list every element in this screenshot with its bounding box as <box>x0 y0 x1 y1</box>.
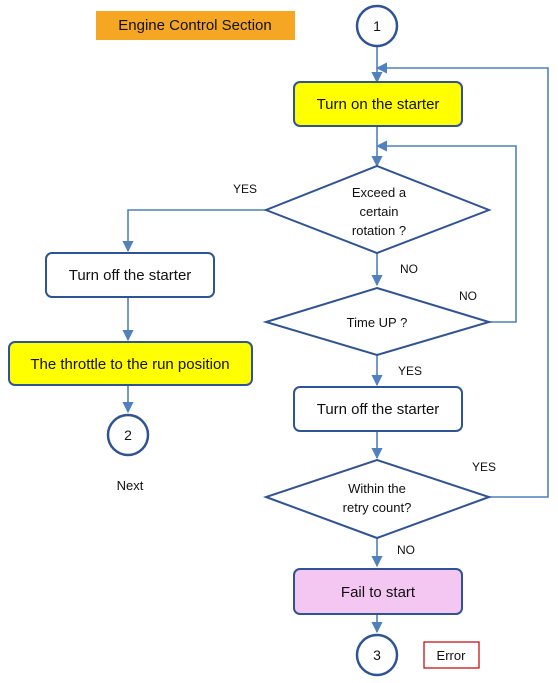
error-annotation-box <box>423 641 480 669</box>
turn-off-starter-left-box <box>45 252 215 298</box>
fail-to-start-box <box>293 568 463 615</box>
time-up-label: Time UP ? <box>347 315 408 330</box>
exceed-rotation-line-1: Exceed a <box>352 185 407 200</box>
title-text: Engine Control Section <box>118 17 271 34</box>
fail-to-start-label: Fail to start <box>341 584 416 601</box>
node-exceed-rotation: Exceed a certain rotation ? <box>263 164 492 255</box>
edge-timeup-no-loop <box>375 140 517 323</box>
exceed-rotation-diamond <box>263 164 492 255</box>
node-time-up: Time UP ? <box>262 286 493 357</box>
connector-error: 3 <box>355 633 399 677</box>
time-up-diamond <box>262 286 493 357</box>
start-circle <box>355 4 399 48</box>
edge-label-retry-no: NO <box>397 543 415 557</box>
connector-start: 1 <box>355 4 399 48</box>
error-circle-label: 3 <box>373 647 381 663</box>
node-throttle-run: The throttle to the run position <box>8 341 253 386</box>
node-turn-off-starter-right: Turn off the starter <box>293 386 463 432</box>
edge-label-rotation-no: NO <box>400 262 418 276</box>
node-turn-on-starter: Turn on the starter <box>293 81 463 127</box>
connectors-lines <box>122 46 549 634</box>
turn-off-starter-right-box <box>293 386 463 432</box>
within-retry-line-1: Within the <box>348 481 406 496</box>
turn-off-starter-left-label: Turn off the starter <box>69 267 192 284</box>
edge-label-retry-yes: YES <box>472 460 496 474</box>
exceed-rotation-line-2: certain <box>359 204 398 219</box>
connector-next: 2 <box>106 413 150 457</box>
title-banner: Engine Control Section <box>96 11 295 40</box>
title-background <box>96 11 295 40</box>
edge-label-timeup-no: NO <box>459 289 477 303</box>
within-retry-diamond <box>262 458 493 540</box>
exceed-rotation-line-3: rotation ? <box>352 223 406 238</box>
next-annotation: Next <box>117 478 144 493</box>
turn-off-starter-right-label: Turn off the starter <box>317 401 440 418</box>
throttle-run-label: The throttle to the run position <box>30 356 229 373</box>
node-fail-to-start: Fail to start <box>293 568 463 615</box>
edge-label-timeup-yes: YES <box>398 364 422 378</box>
next-circle <box>106 413 150 457</box>
error-circle <box>355 633 399 677</box>
turn-on-starter-label: Turn on the starter <box>317 96 440 113</box>
node-turn-off-starter-left: Turn off the starter <box>45 252 215 298</box>
next-circle-label: 2 <box>124 427 132 443</box>
turn-on-starter-box <box>293 81 463 127</box>
error-annotation-label: Error <box>437 648 467 663</box>
node-within-retry: Within the retry count? <box>262 458 493 540</box>
error-annotation: Error <box>423 641 480 669</box>
start-circle-label: 1 <box>373 18 381 34</box>
edge-label-rotation-yes: YES <box>233 182 257 196</box>
throttle-run-box <box>8 341 253 386</box>
edge-retry-yes-loop <box>375 62 549 498</box>
within-retry-line-2: retry count? <box>343 500 412 515</box>
edge-rotation-yes <box>122 209 266 253</box>
